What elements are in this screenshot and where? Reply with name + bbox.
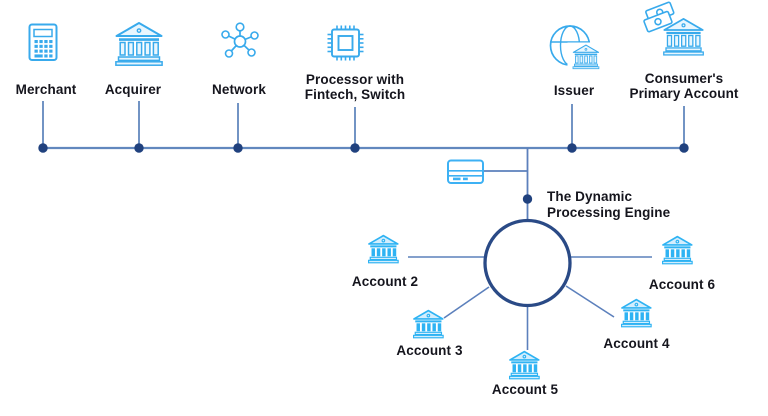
network-icon xyxy=(221,22,259,58)
bank-icon xyxy=(620,298,653,328)
spoke-account-3 xyxy=(443,286,490,319)
junction-dot xyxy=(38,143,48,153)
chip-icon xyxy=(327,25,364,61)
label-processing-engine: The Dynamic Processing Engine xyxy=(547,189,671,220)
label-processor: Processor with Fintech, Switch xyxy=(304,72,406,102)
label-merchant: Merchant xyxy=(15,81,77,97)
junction-dot xyxy=(233,143,243,153)
label-account-4: Account 4 xyxy=(603,335,670,351)
bank-icon xyxy=(114,21,164,67)
junction-dot xyxy=(679,143,689,153)
connector-lines xyxy=(42,101,685,350)
label-consumer: Consumer's Primary Account xyxy=(629,71,739,101)
spoke-account-4 xyxy=(565,285,615,318)
label-account-5: Account 5 xyxy=(491,381,559,397)
calculator-icon xyxy=(28,23,58,61)
junction-dot xyxy=(350,143,360,153)
bank-icon xyxy=(661,235,694,265)
bank-money-icon xyxy=(643,1,705,57)
bank-icon xyxy=(367,234,400,264)
junction-dots xyxy=(38,143,689,204)
junction-dot xyxy=(134,143,144,153)
label-issuer: Issuer xyxy=(553,82,595,98)
globe-bank-icon xyxy=(549,25,601,71)
junction-dot xyxy=(567,143,577,153)
processing-engine-circle xyxy=(483,218,572,308)
credit-card-icon xyxy=(447,159,484,184)
label-network: Network xyxy=(212,81,266,97)
bank-icon xyxy=(412,309,445,339)
junction-dot xyxy=(522,194,533,204)
label-account-2: Account 2 xyxy=(351,273,419,289)
bank-icon xyxy=(508,350,541,380)
label-acquirer: Acquirer xyxy=(104,81,162,97)
label-account-3: Account 3 xyxy=(396,343,463,358)
label-account-6: Account 6 xyxy=(648,276,716,292)
